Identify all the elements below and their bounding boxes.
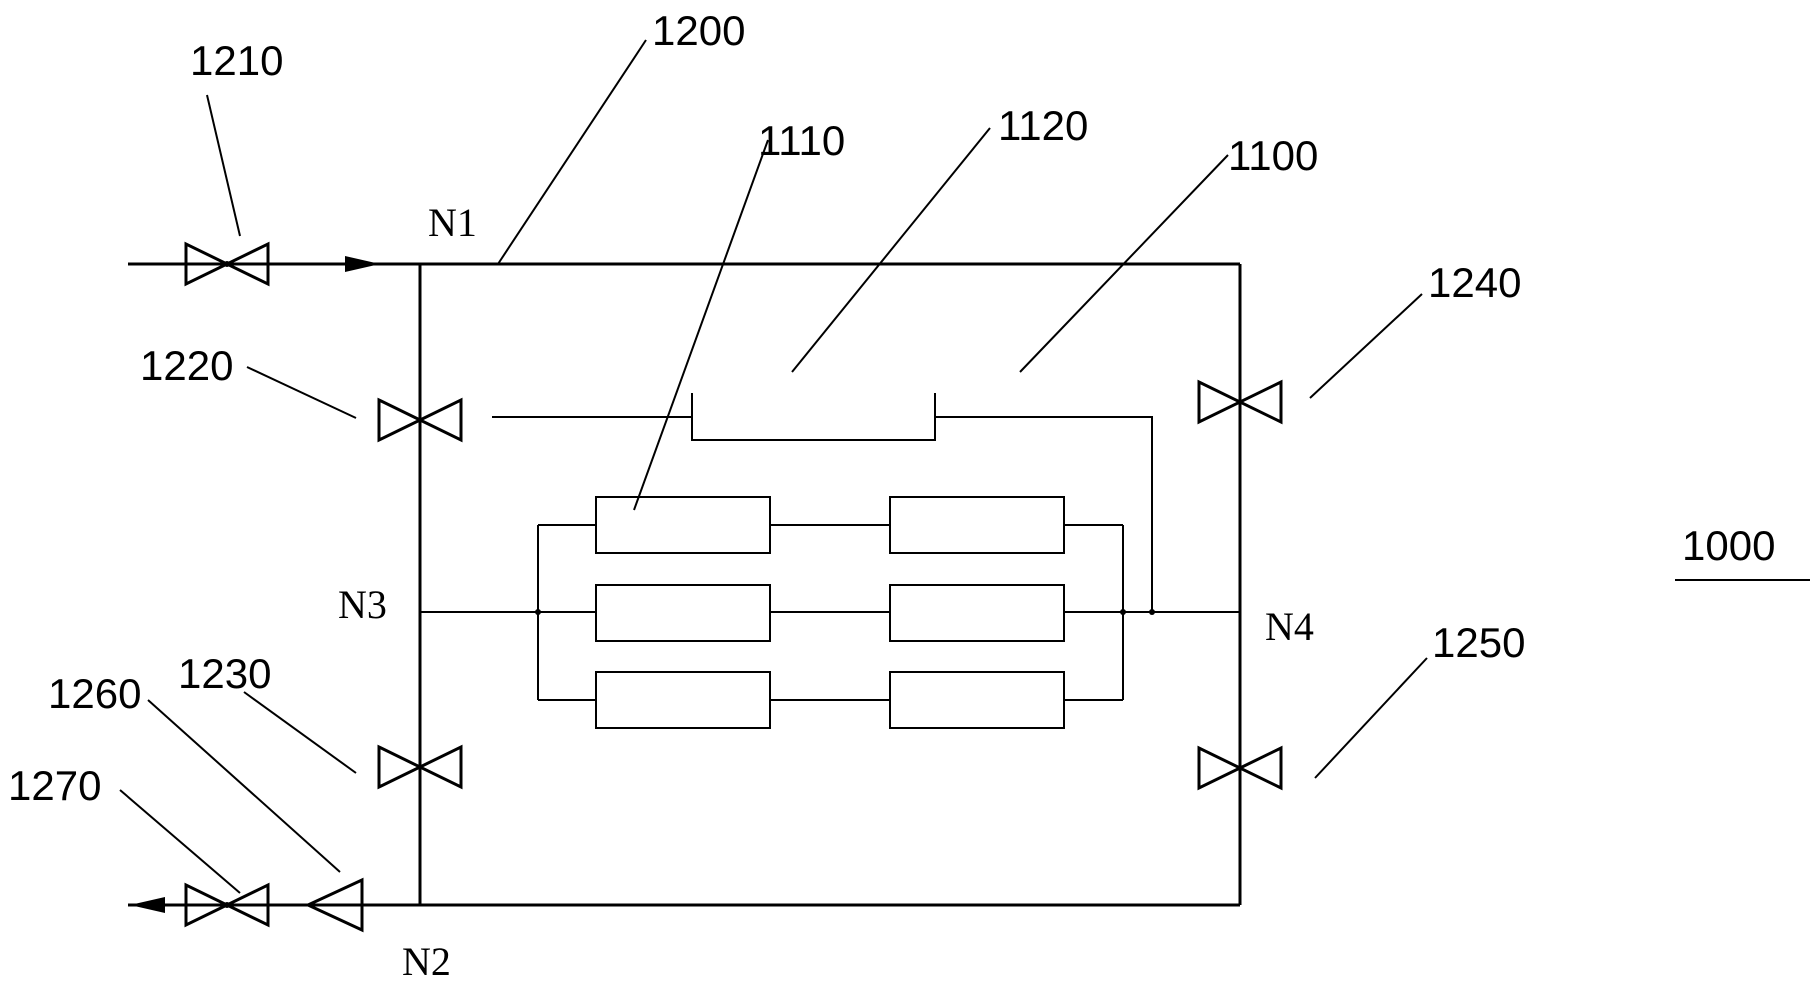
label-1240: 1240 [1428,259,1521,306]
battery-cell [889,584,1065,642]
inlet-pipe [128,256,420,272]
label-1100: 1100 [1228,132,1318,179]
valve-1210 [184,241,270,287]
label-1270: 1270 [8,762,101,809]
leader-1230 [243,691,357,774]
leader-1270 [119,789,241,894]
label-1210: 1210 [190,37,283,84]
leader-1240 [1309,293,1423,399]
leader-lines [119,39,1428,894]
label-1120: 1120 [998,102,1088,149]
battery-cell [595,671,771,729]
leader-1100 [1019,154,1229,373]
inlet-flow-arrow [345,256,380,272]
node-label-n2: N2 [402,939,451,984]
label-1220: 1220 [140,342,233,389]
label-1260: 1260 [48,670,141,717]
battery-cell [889,496,1065,554]
leader-1220 [246,366,357,419]
outlet-pipe [128,897,420,913]
leader-1120 [791,127,991,373]
leader-1250 [1314,657,1428,779]
valve-1240 [1197,379,1283,425]
valve-1220 [377,397,463,443]
pipeline-loop [418,262,1242,907]
node-label-n1: N1 [428,200,477,245]
label-1250: 1250 [1432,619,1525,666]
battery-cell [889,671,1065,729]
leader-1200 [497,39,647,265]
leader-1210 [206,94,241,237]
valve-1230 [377,744,463,790]
outlet-flow-arrow [130,897,165,913]
figure-label: 1000 [1682,522,1775,569]
battery-cell-array [420,496,1240,729]
heat-exchange-plate-1120 [492,393,1153,612]
check-valve-1260 [304,877,364,933]
valve-1250 [1197,745,1283,791]
battery-cell-1110 [595,496,771,554]
label-1110: 1110 [758,117,845,164]
battery-cell [595,584,771,642]
valve-1270 [184,882,270,928]
leader-1110 [633,139,769,511]
node-label-n3: N3 [338,582,387,627]
label-1200: 1200 [652,7,745,54]
leader-1260 [147,699,341,873]
label-1230: 1230 [178,650,271,697]
node-label-n4: N4 [1265,604,1314,649]
